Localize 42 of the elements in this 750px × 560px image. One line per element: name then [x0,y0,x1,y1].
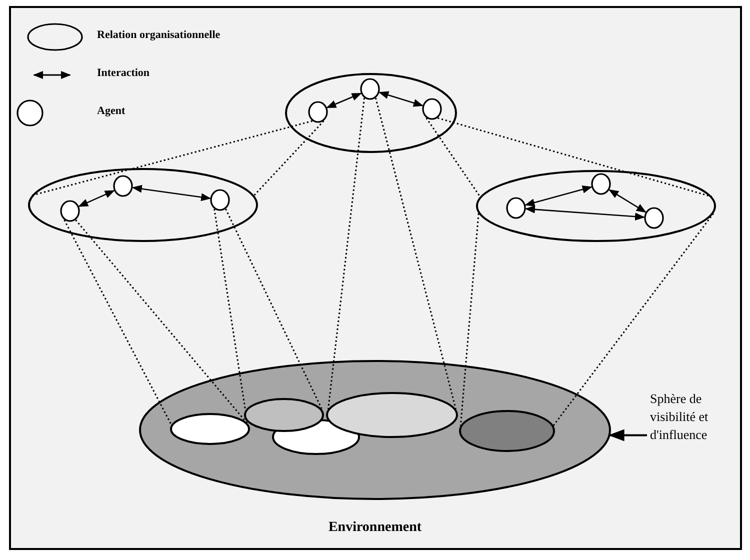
dotted-line [254,120,324,196]
sphere-ellipse [244,398,324,432]
arrow [608,429,647,442]
double-arrow [78,190,115,207]
caption-text: Environnement [327,520,423,536]
organization-ellipse [476,170,716,242]
dotted-line [75,220,250,426]
dotted-line [214,208,246,411]
legend-label: Relation organisationnelle [97,29,220,41]
sphere-ellipse [459,410,555,452]
callout-text: Sphère de visibilité et d'influence [650,390,740,448]
dotted-line [32,120,312,196]
sphere-ellipse [170,413,250,445]
agent-circle [644,207,664,229]
double-arrow [525,205,645,221]
environment-ellipse [139,360,611,500]
double-arrow [326,92,362,108]
dotted-line [460,213,480,426]
organization-ellipse [285,73,457,153]
dotted-line [438,117,712,198]
agent-circle [506,197,526,219]
dotted-line [327,98,366,410]
agent-circle [60,200,80,222]
legend-label: Interaction [97,67,150,79]
organization-ellipse [28,168,258,242]
double-arrow [378,91,424,107]
dotted-line [225,208,324,411]
double-arrow [608,189,646,213]
agent-circle [360,78,380,100]
dotted-line [426,118,481,198]
double-arrow [132,184,212,202]
agent-circle [591,173,611,195]
legend-label: Agent [97,105,126,117]
dotted-line [552,213,714,426]
agent-circle [422,98,442,120]
agent-circle [308,101,328,123]
double-arrow [524,186,592,206]
dotted-line [64,220,172,426]
dotted-line [374,98,457,410]
agent-circle [113,175,133,197]
agent-circle [210,189,230,211]
sphere-ellipse [326,392,458,438]
